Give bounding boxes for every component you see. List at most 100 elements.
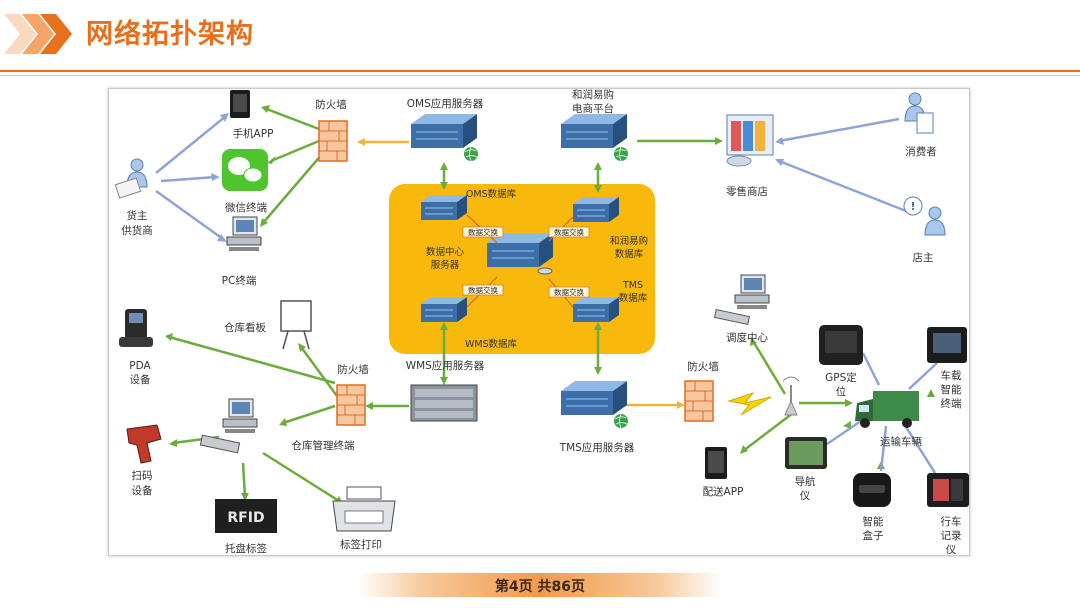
delivery-app-label: 配送APP [703, 485, 744, 498]
dc-server-label-1: 数据中心 [426, 246, 465, 258]
network-topology-diagram: 手机APP 微信终端 PC终端 货主 供货商 防火墙 OMS应用服务器 和润易购… [114, 88, 969, 556]
page-title: 网络拓扑架构 [86, 19, 254, 50]
ecommerce-node: 和润易购 电商平台 [560, 88, 629, 162]
dashcam-label-3: 仪 [946, 544, 957, 555]
gps-node: GPS定 位 [819, 325, 863, 398]
vehicle-terminal-label-1: 车载 [941, 369, 962, 382]
pc-node: PC终端 [222, 216, 262, 287]
rfid-tag-node: RFID 托盘标签 [215, 499, 277, 555]
rfid-tag-label: 托盘标签 [225, 542, 267, 555]
data-exchange-tag-2: 数据交换 [548, 226, 590, 238]
data-exchange-label: 数据交换 [468, 285, 498, 295]
firewall-left-node: 防火墙 [336, 363, 369, 426]
data-exchange-label: 数据交换 [468, 227, 498, 237]
database-server-icon [572, 196, 620, 223]
oms-db-label: OMS数据库 [466, 188, 517, 200]
firewall-right-node: 防火墙 [684, 360, 719, 422]
pda-label-2: 设备 [130, 373, 151, 386]
database-server-icon [572, 296, 620, 323]
slide-header: 网络拓扑架构 [0, 0, 1080, 76]
firewall-icon [318, 120, 348, 162]
wms-db-node: WMS数据库 [420, 296, 518, 350]
globe-icon [463, 146, 479, 162]
firewall-right-label: 防火墙 [687, 360, 719, 373]
data-exchange-tag-3: 数据交换 [462, 284, 504, 296]
pc-icon [734, 274, 770, 310]
page-indicator: 第4页 共86页 [494, 579, 586, 595]
person-icon [924, 206, 946, 236]
shipper-node: 货主 供货商 [114, 158, 153, 237]
antenna-node [782, 376, 800, 416]
truck-label: 运输车辆 [880, 435, 922, 448]
svg-text:!: ! [910, 200, 915, 213]
mobile-app-node: 手机APP [230, 90, 273, 140]
rfid-icon [215, 499, 277, 533]
firewall-top-label: 防火墙 [315, 98, 347, 111]
header-divider [0, 70, 1080, 72]
dispatch-center-node: 调度中心 [713, 274, 770, 344]
warehouse-terminal-node: 仓库管理终端 [199, 398, 355, 454]
wechat-node: 微信终端 [222, 149, 268, 214]
warehouse-board-node: 仓库看板 [224, 300, 312, 350]
header-divider-thin [0, 75, 1080, 76]
smart-box-label-2: 盒子 [863, 529, 884, 542]
firewall-left-label: 防火墙 [337, 363, 369, 376]
oms-server-label: OMS应用服务器 [407, 97, 484, 110]
warehouse-terminal-label: 仓库管理终端 [292, 439, 355, 452]
retail-store-node: 零售商店 [726, 114, 774, 198]
gps-label-2: 位 [836, 385, 847, 398]
database-server-icon [420, 194, 468, 221]
store-owner-node: ! 店主 [903, 196, 946, 264]
gps-label-1: GPS定 [825, 371, 857, 384]
barcode-scanner-icon [126, 424, 162, 464]
data-exchange-tag-4: 数据交换 [548, 286, 590, 298]
server-icon [560, 113, 628, 149]
tms-db-label-2: 数据库 [619, 292, 648, 304]
dispatch-center-label: 调度中心 [726, 331, 768, 344]
shipper-label-2: 供货商 [121, 224, 153, 237]
pda-label-1: PDA [129, 360, 151, 372]
ecommerce-label-1: 和润易购 [572, 89, 614, 101]
tms-db-label-1: TMS [622, 280, 643, 291]
herun-db-label-2: 数据库 [615, 248, 644, 260]
vehicle-terminal-label-3: 终端 [941, 397, 962, 410]
oms-db-node: OMS数据库 [420, 188, 517, 221]
pda-node: PDA 设备 [119, 309, 153, 386]
vehicle-terminal-node: 车载 智能 终端 [927, 327, 967, 410]
herun-db-node: 和润易购 数据库 [572, 196, 648, 260]
wms-db-label: WMS数据库 [465, 338, 518, 350]
tms-db-node: TMS 数据库 [572, 280, 648, 323]
chevron-decoration-icon [4, 14, 72, 54]
scanner-label-1: 扫码 [132, 469, 153, 482]
firewall-top-node: 防火墙 [315, 98, 348, 162]
firewall-icon [336, 384, 366, 426]
mobile-app-label: 手机APP [233, 127, 274, 140]
server-icon [486, 232, 554, 268]
warehouse-board-label: 仓库看板 [224, 321, 266, 334]
smart-box-node: 智能 盒子 [853, 473, 891, 542]
data-exchange-tag-1: 数据交换 [462, 226, 504, 238]
server-icon [410, 113, 478, 149]
scanner-node: 扫码 设备 [126, 424, 162, 497]
consumer-label: 消费者 [905, 145, 937, 158]
smart-box-label-1: 智能 [863, 515, 884, 528]
dc-server-label-2: 服务器 [431, 259, 460, 271]
vehicle-terminal-label-2: 智能 [941, 383, 962, 396]
lightning-icon [727, 391, 772, 416]
navigator-node: 导航 仪 [785, 437, 827, 502]
page-footer: 第4页 共86页 [358, 573, 722, 597]
data-exchange-label: 数据交换 [554, 287, 584, 297]
wms-server-label: WMS应用服务器 [406, 359, 485, 372]
tms-server-label: TMS应用服务器 [559, 441, 635, 454]
scanner-label-2: 设备 [132, 484, 153, 497]
navigator-label-2: 仪 [800, 490, 811, 502]
ecommerce-label-2: 电商平台 [572, 102, 614, 115]
truck-node: 运输车辆 [855, 391, 922, 448]
pc-icon [222, 398, 258, 434]
board-icon [280, 300, 312, 332]
server-icon [560, 380, 628, 416]
dashcam-label-1: 行车 [941, 515, 962, 528]
label-printer-label: 标签打印 [340, 538, 382, 551]
pc-icon [226, 216, 262, 252]
pc-label: PC终端 [222, 274, 257, 287]
